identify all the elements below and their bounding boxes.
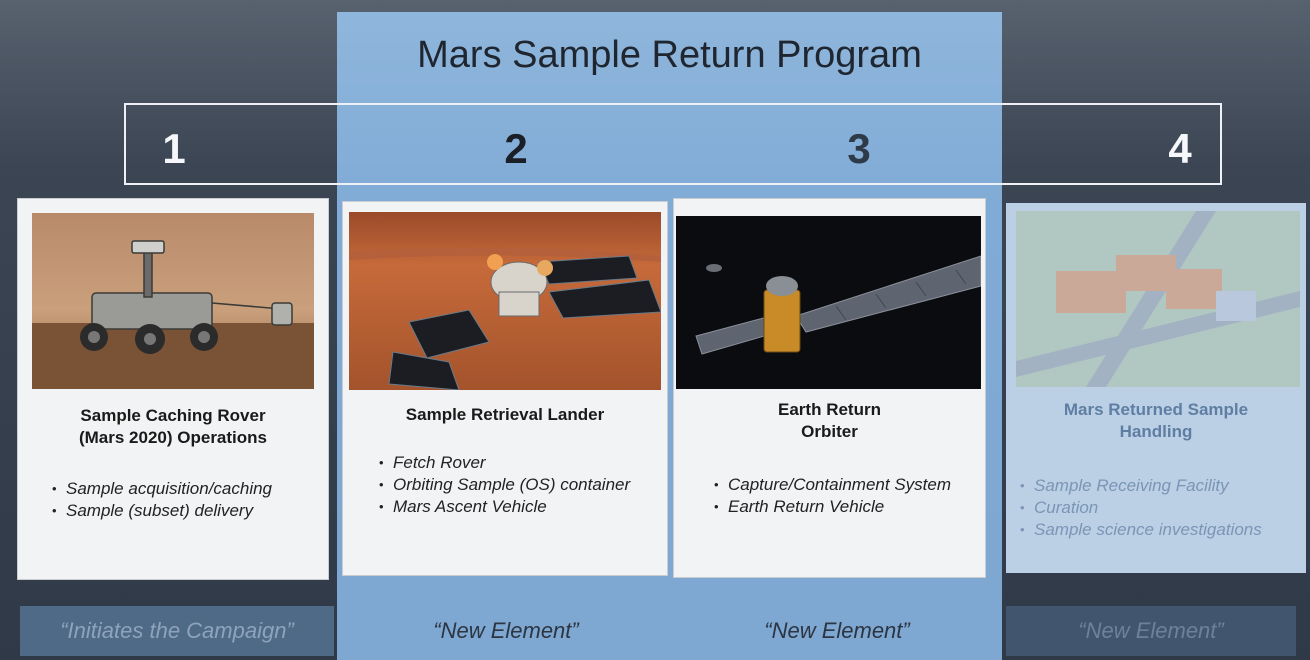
list-item: Earth Return Vehicle: [714, 496, 974, 518]
step-number-2: 2: [504, 125, 528, 172]
lander-on-mars-image: [349, 212, 661, 390]
list-item: Orbiting Sample (OS) container: [379, 474, 659, 496]
card-sample-retrieval-lander: Sample Retrieval Lander Fetch Rover Orbi…: [343, 202, 667, 575]
list-item: Sample (subset) delivery: [52, 500, 322, 522]
diagram-title: Mars Sample Return Program: [417, 34, 922, 76]
list-item: Curation: [1020, 497, 1304, 519]
tag-new-element-2: “New Element”: [433, 618, 579, 643]
card-heading: Sample Caching Rover(Mars 2020) Operatio…: [78, 406, 267, 447]
list-item: Mars Ascent Vehicle: [379, 496, 659, 518]
step-number-3: 3: [847, 125, 871, 172]
list-item: Sample Receiving Facility: [1020, 475, 1304, 497]
list-item: Sample acquisition/caching: [52, 478, 322, 500]
rover-on-mars-image: [32, 213, 314, 389]
step-number-1: 1: [162, 125, 186, 172]
list-item: Fetch Rover: [379, 452, 659, 474]
tag-new-element-4: “New Element”: [1006, 606, 1296, 656]
list-item: Sample science investigations: [1020, 519, 1304, 541]
feature-list: Sample acquisition/caching Sample (subse…: [52, 478, 322, 522]
receiving-facility-image: [1016, 211, 1300, 387]
list-item: Capture/Containment System: [714, 474, 974, 496]
tag-new-element-3: “New Element”: [764, 618, 910, 643]
orbiter-in-space-image: [676, 216, 981, 389]
step-number-frame: [124, 103, 1222, 185]
card-sample-caching-rover: Sample Caching Rover(Mars 2020) Operatio…: [18, 199, 328, 579]
card-heading: Sample Retrieval Lander: [405, 405, 605, 424]
step-number-4: 4: [1168, 125, 1192, 172]
feature-list: Capture/Containment System Earth Return …: [714, 474, 974, 518]
feature-list: Fetch Rover Orbiting Sample (OS) contain…: [379, 452, 659, 518]
tag-initiates-campaign: “Initiates the Campaign”: [20, 606, 334, 656]
feature-list: Sample Receiving Facility Curation Sampl…: [1020, 475, 1304, 541]
